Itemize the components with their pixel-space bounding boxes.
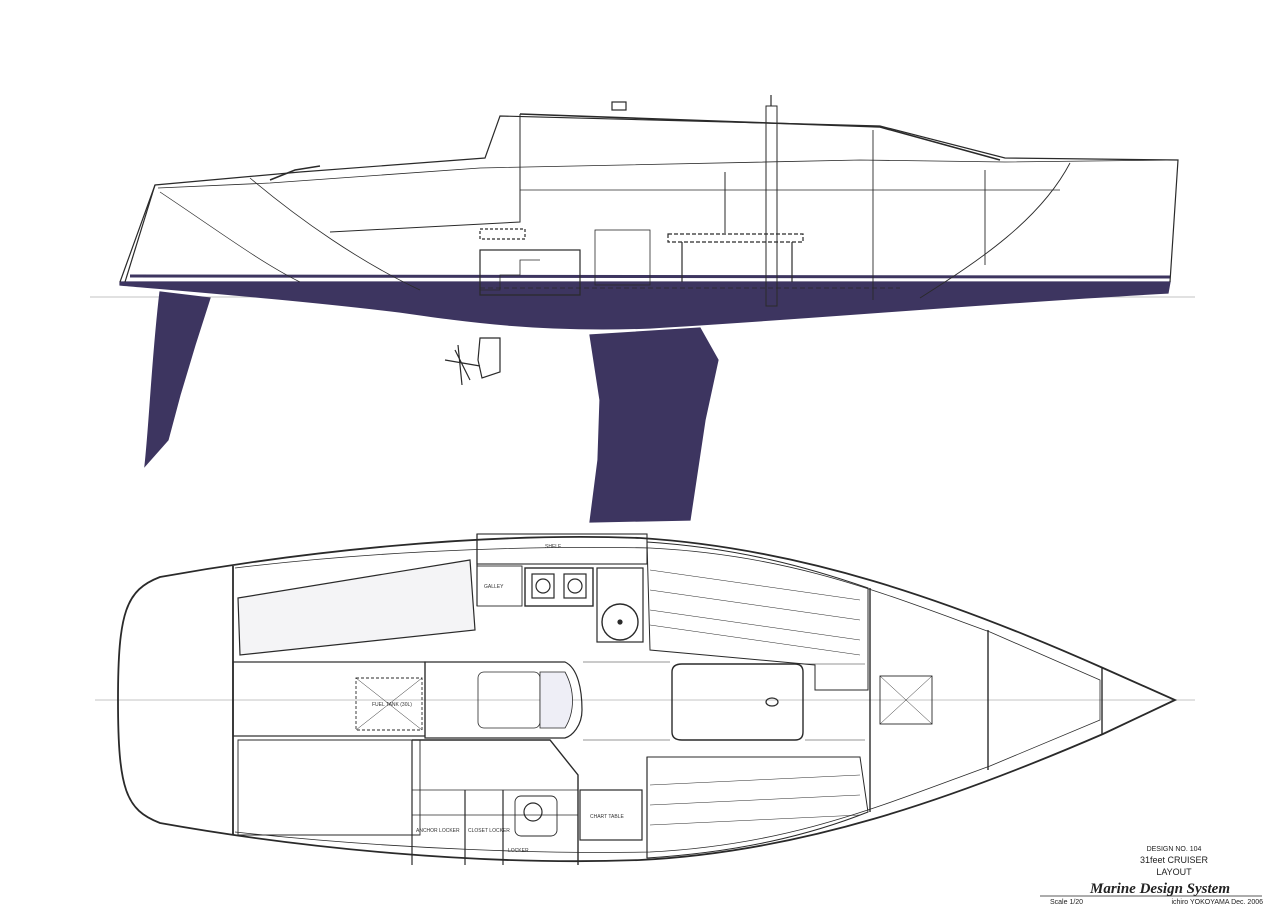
aft-cabin-partition <box>412 739 579 865</box>
forward-bulkhead-line <box>919 162 1071 299</box>
label-anchor-locker: ANCHOR LOCKER <box>416 828 460 834</box>
cabin-top <box>519 113 1001 161</box>
company-signature: Marine Design System <box>1089 881 1230 897</box>
galley-unit <box>594 229 651 286</box>
head-bowl <box>523 802 543 822</box>
companionway-steps <box>479 249 581 296</box>
stern-hull-line <box>159 191 301 283</box>
label-shelf: SHELF <box>545 544 561 550</box>
saloon-table-plan <box>671 663 804 741</box>
saildrive <box>477 337 501 379</box>
cabin-sole-plan <box>583 661 865 741</box>
title-block: DESIGN NO. 104 31feet CRUISER LAYOUT Mar… <box>1040 846 1263 906</box>
model-name: 31feet CRUISER <box>1140 855 1209 865</box>
settee-port-lines <box>649 569 861 656</box>
hull-topsides <box>119 115 1179 283</box>
forward-hatch <box>879 675 933 725</box>
propeller <box>444 344 481 386</box>
stove <box>524 567 594 607</box>
profile-view <box>90 95 1195 523</box>
steps-profile <box>480 259 540 291</box>
burner-ring-1 <box>535 578 551 594</box>
mast-step <box>765 697 779 707</box>
drawing-scale: Scale 1/20 <box>1050 899 1083 906</box>
sink-drain <box>617 619 623 625</box>
fuel-tank-cross-2 <box>355 677 423 731</box>
saloon-table <box>667 233 804 243</box>
label-chart-table: CHART TABLE <box>590 814 624 820</box>
cockpit-seat-port <box>237 559 476 656</box>
label-fuel-tank: FUEL TANK (30L) <box>372 702 412 708</box>
transom-line <box>124 184 156 283</box>
burner-2 <box>563 573 587 599</box>
pushpit-rail <box>269 165 321 181</box>
settee-stbd <box>646 756 869 859</box>
label-locker: LOCKER <box>508 848 529 854</box>
burner-ring-2 <box>567 578 583 594</box>
designer-date: ichiro YOKOYAMA Dec. 2006 <box>1171 899 1263 906</box>
label-closet-locker: CLOSET LOCKER <box>468 828 510 834</box>
keel <box>589 327 719 523</box>
hatch <box>611 101 627 111</box>
head <box>514 795 558 837</box>
sink-counter <box>596 567 644 643</box>
sheer-line <box>157 159 1179 189</box>
design-number: DESIGN NO. 104 <box>1147 846 1202 853</box>
cockpit-seat-stbd <box>237 739 421 836</box>
engine-detail <box>539 671 573 729</box>
fuel-tank <box>355 677 423 731</box>
rudder <box>144 291 211 468</box>
plan-view <box>95 533 1195 865</box>
cockpit-sole <box>232 661 426 737</box>
burner-1 <box>531 573 555 599</box>
hull-plan-outline <box>117 536 1178 863</box>
chart-table <box>579 789 643 841</box>
cockpit-line <box>249 177 421 291</box>
cabin-side <box>329 114 521 233</box>
sheet-name: LAYOUT <box>1156 867 1192 877</box>
label-galley: GALLEY <box>484 584 504 590</box>
deck-inner-line <box>234 546 1101 853</box>
sink <box>601 603 639 641</box>
berth-aft <box>479 228 526 240</box>
engine-box <box>424 661 583 739</box>
plan-labels: FUEL TANK (30L) GALLEY SHELF ANCHOR LOCK… <box>372 544 624 854</box>
settee-port <box>646 541 869 691</box>
hull-bottom <box>119 281 1171 330</box>
forward-hatch-cross-2 <box>879 675 933 725</box>
settee-stbd-lines <box>649 774 861 826</box>
